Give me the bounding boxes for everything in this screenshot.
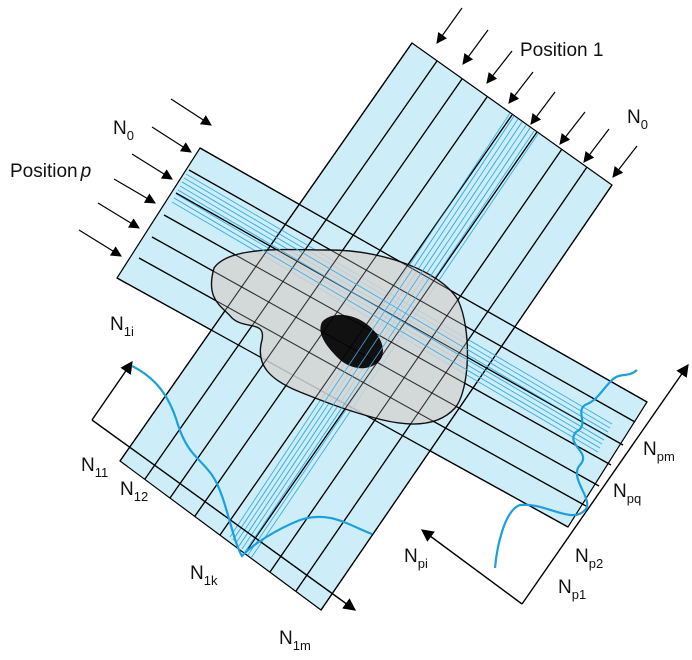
label-npq: Npq xyxy=(613,481,641,506)
highlight-over-object xyxy=(173,115,609,553)
label-n12: N12 xyxy=(120,479,148,504)
projection-curve-p xyxy=(493,369,638,569)
label-position-1: Position 1 xyxy=(520,40,603,61)
label-np2: Np2 xyxy=(575,546,603,571)
label-n1m: N1m xyxy=(279,628,311,653)
label-np1: Np1 xyxy=(558,577,586,602)
projection-curve-1 xyxy=(131,365,373,558)
detector-axis-1 xyxy=(91,360,357,611)
incident-arrows-position-p xyxy=(78,98,212,257)
label-npi: Npi xyxy=(404,546,428,571)
label-n11: N11 xyxy=(81,455,108,480)
rays-over-object xyxy=(119,42,648,592)
label-npm: Npm xyxy=(643,439,675,464)
label-n0-right: N0 xyxy=(627,107,648,132)
label-n1k: N1k xyxy=(190,563,218,588)
label-n1i: N1i xyxy=(110,314,134,339)
incident-arrows-position-1 xyxy=(436,7,638,178)
detector-axis-p xyxy=(420,363,689,605)
label-n0-left: N0 xyxy=(113,118,134,143)
